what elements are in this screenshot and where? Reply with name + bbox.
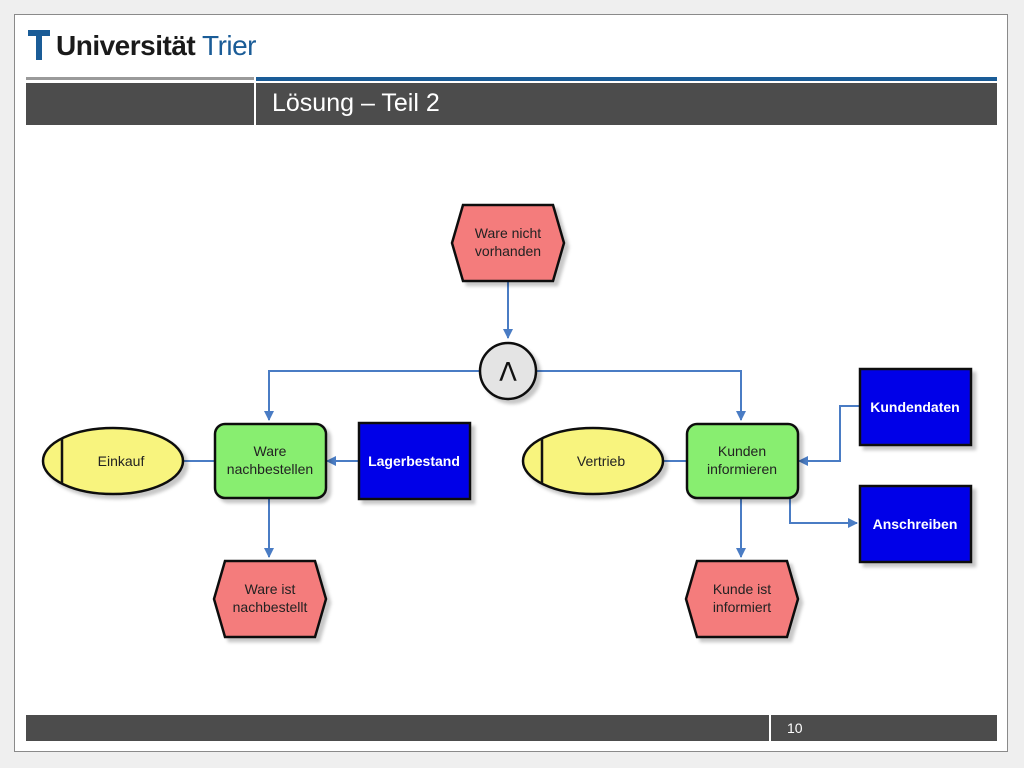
function-ware-nachbestellen: Ware nachbestellen xyxy=(213,422,328,500)
arrow-and-to-kunden-informieren xyxy=(536,370,746,421)
event-ware-ist-nachbestellt-label-line1: Ware ist xyxy=(245,581,296,597)
info-object-anschreiben: Anschreiben xyxy=(858,484,973,564)
info-object-lagerbestand: Lagerbestand xyxy=(357,421,472,501)
org-unit-vertrieb-label: Vertrieb xyxy=(577,453,625,469)
university-logo-icon xyxy=(28,30,50,60)
event-ware-nicht-vorhanden-label-line2: vorhanden xyxy=(475,243,541,259)
info-object-anschreiben-label: Anschreiben xyxy=(873,516,958,532)
info-object-lagerbestand-label: Lagerbestand xyxy=(368,453,460,469)
function-ware-nachbestellen-label-line2: nachbestellen xyxy=(227,461,313,477)
logo-word-city: Trier xyxy=(202,30,257,61)
diagram-arrows xyxy=(182,280,860,558)
org-unit-vertrieb: Vertrieb xyxy=(521,426,665,496)
info-object-kundendaten: Kundendaten xyxy=(858,367,973,447)
title-bar-left-block xyxy=(26,83,254,125)
event-ware-nicht-vorhanden: Ware nicht vorhanden xyxy=(450,203,566,283)
arrow-kundendaten-to-function xyxy=(798,405,860,466)
function-kunden-informieren: Kunden informieren xyxy=(685,422,800,500)
logo-text: Universität Trier xyxy=(56,30,257,62)
arrow-function-to-anschreiben xyxy=(789,499,858,528)
arrow-and-to-ware-nachbestellen xyxy=(264,370,480,421)
event-ware-nicht-vorhanden-label-line1: Ware nicht xyxy=(475,225,542,241)
logo-word-university: Universität xyxy=(56,30,196,61)
event-ware-ist-nachbestellt-label-line2: nachbestellt xyxy=(233,599,308,615)
and-connector-symbol: Λ xyxy=(499,358,517,388)
event-kunde-ist-informiert-label-line2: informiert xyxy=(713,599,771,615)
title-accent-line-blue xyxy=(256,77,997,81)
event-ware-ist-nachbestellt: Ware ist nachbestellt xyxy=(212,559,328,639)
info-object-kundendaten-label: Kundendaten xyxy=(870,399,959,415)
function-ware-nachbestellen-label-line1: Ware xyxy=(254,443,287,459)
event-kunde-ist-informiert-label-line1: Kunde ist xyxy=(713,581,771,597)
function-kunden-informieren-label-line1: Kunden xyxy=(718,443,766,459)
org-unit-einkauf-label: Einkauf xyxy=(98,453,145,469)
and-connector: Λ xyxy=(478,341,538,401)
function-kunden-informieren-label-line2: informieren xyxy=(707,461,777,477)
title-accent-line-gray xyxy=(26,77,254,80)
page-number: 10 xyxy=(771,715,997,741)
slide-title: Lösung – Teil 2 xyxy=(256,83,997,125)
footer-bar xyxy=(26,715,769,741)
org-unit-einkauf: Einkauf xyxy=(41,426,185,496)
event-kunde-ist-informiert: Kunde ist informiert xyxy=(684,559,800,639)
